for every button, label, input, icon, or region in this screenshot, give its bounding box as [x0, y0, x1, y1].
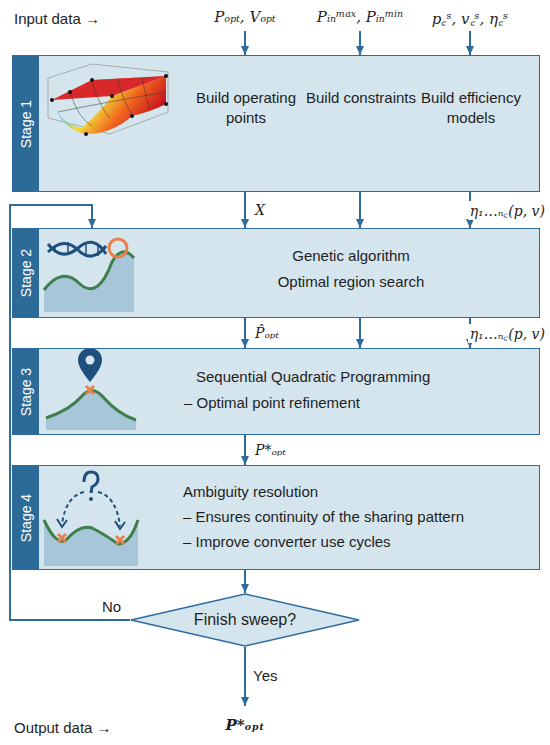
stage-label: Stage 1 — [18, 99, 34, 147]
drawing-line — [359, 31, 361, 55]
step-text: Sequential Quadratic Programming — [196, 367, 516, 387]
drawing-circle — [109, 239, 127, 257]
drawing-g — [55, 242, 98, 256]
step-text: – Optimal point refinement — [184, 393, 504, 413]
drawing-path — [44, 252, 134, 312]
drawing-path — [52, 76, 166, 100]
drawing-path — [142, 78, 150, 110]
step-text: Build operating points — [186, 88, 306, 127]
stage-label: Stage 2 — [18, 249, 34, 297]
drawing-path — [86, 386, 94, 394]
drawing-path — [57, 519, 125, 529]
stage-tab: Stage 4 — [13, 466, 39, 569]
drawing-path — [92, 82, 110, 118]
drawing-path — [52, 76, 166, 134]
drawing-circle — [110, 94, 114, 98]
drawing-rect — [12, 228, 540, 318]
flow-arrow — [244, 570, 246, 593]
drawing-path — [118, 80, 132, 114]
stage-label: Stage 3 — [18, 367, 34, 415]
drawing-circle — [68, 90, 72, 94]
drawing-line — [54, 246, 56, 252]
stage-label: Stage 4 — [18, 493, 34, 541]
flow-arrow — [10, 205, 130, 620]
drawing-line — [97, 244, 99, 256]
drawing-path — [46, 390, 136, 430]
math-symbol: p꜀ˢ, v꜀ˢ, η꜀ˢ — [432, 8, 508, 28]
drawing-circle — [164, 102, 168, 106]
optimum-pin-icon — [46, 348, 136, 430]
step-text: Build efficiency models — [411, 88, 531, 127]
flow-arrow — [244, 318, 246, 348]
step-text: Build constraints — [301, 88, 421, 108]
drawing-line — [244, 647, 246, 706]
drawing-rect — [12, 465, 540, 570]
signal-label: P̂ₒₚₜ — [253, 325, 281, 341]
drawing-circle — [50, 98, 54, 102]
stage-box: Stage 2 Genetic algorithmOptimal region s… — [12, 228, 540, 318]
drawing-rect — [12, 55, 540, 192]
flow-arrow — [244, 192, 246, 228]
io-caption: Output data → — [14, 719, 112, 736]
branch-label: No — [100, 598, 123, 615]
drawing-circle — [84, 132, 88, 136]
surface-plot-icon — [48, 64, 168, 136]
drawing-line — [85, 244, 87, 256]
stage-box: Stage 3 Sequential Quadratic Programming –… — [12, 348, 540, 435]
drawing-path — [78, 348, 102, 382]
signal-label: η₁…ₙ꜀(p, v) — [468, 201, 547, 220]
drawing-circle — [90, 78, 94, 82]
drawing-path — [58, 92, 166, 112]
decision-diamond: Finish sweep? — [130, 593, 360, 647]
drawing-circle — [89, 497, 93, 501]
stage-tab: Stage 3 — [13, 349, 39, 434]
drawing-line — [67, 242, 69, 254]
drawing-path — [52, 76, 166, 100]
stage-tab: Stage 2 — [13, 229, 39, 317]
flow-arrow — [244, 435, 246, 465]
drawing-g — [58, 78, 166, 126]
signal-label: P*ₒₚₜ — [253, 442, 288, 458]
stage-box: Stage 4 Ambiguity resolution – Ensures con… — [12, 465, 540, 570]
step-text: Genetic algorithm — [211, 246, 491, 266]
stage-box: Stage 1 Build operating pointsBuild const… — [12, 55, 540, 192]
drawing-circle — [164, 74, 168, 78]
io-caption: Input data → — [14, 10, 100, 27]
drawing-path — [62, 492, 120, 526]
drawing-line — [469, 31, 471, 55]
drawing-path — [44, 520, 138, 566]
math-symbol: Pₒₚₜ, Vₒₚₜ — [214, 8, 275, 26]
drawing-circle — [130, 114, 134, 118]
drawing-path — [44, 520, 138, 544]
step-text: – Improve converter use cycles — [183, 532, 533, 552]
ambiguity-icon — [44, 472, 138, 566]
math-symbol: P*ₒₚₜ — [225, 716, 264, 734]
step-text: Optimal region search — [211, 272, 491, 292]
drawing-line — [244, 31, 246, 55]
drawing-path — [58, 534, 124, 544]
drawing-path — [84, 472, 98, 493]
drawing-g — [50, 74, 168, 136]
step-text: Ambiguity resolution — [183, 482, 533, 502]
signal-label: X — [253, 202, 267, 218]
drawing-path — [46, 390, 136, 420]
drawing-rect — [12, 348, 540, 435]
drawing-circle — [86, 356, 95, 365]
decision-text: Finish sweep? — [194, 610, 296, 631]
signal-label: η₁…ₙ꜀(p, v) — [468, 324, 547, 343]
genetic-icon — [44, 239, 134, 312]
math-symbol: Pᵢₙᵐᵃˣ, Pᵢₙᵐⁱⁿ — [317, 8, 403, 26]
flow-arrow — [359, 192, 361, 228]
branch-label: Yes — [253, 667, 277, 684]
stage-tab: Stage 1 — [13, 56, 39, 191]
flow-arrow — [359, 318, 361, 348]
step-text: – Ensures continuity of the sharing patt… — [183, 507, 533, 527]
diamond-shape — [131, 594, 359, 646]
